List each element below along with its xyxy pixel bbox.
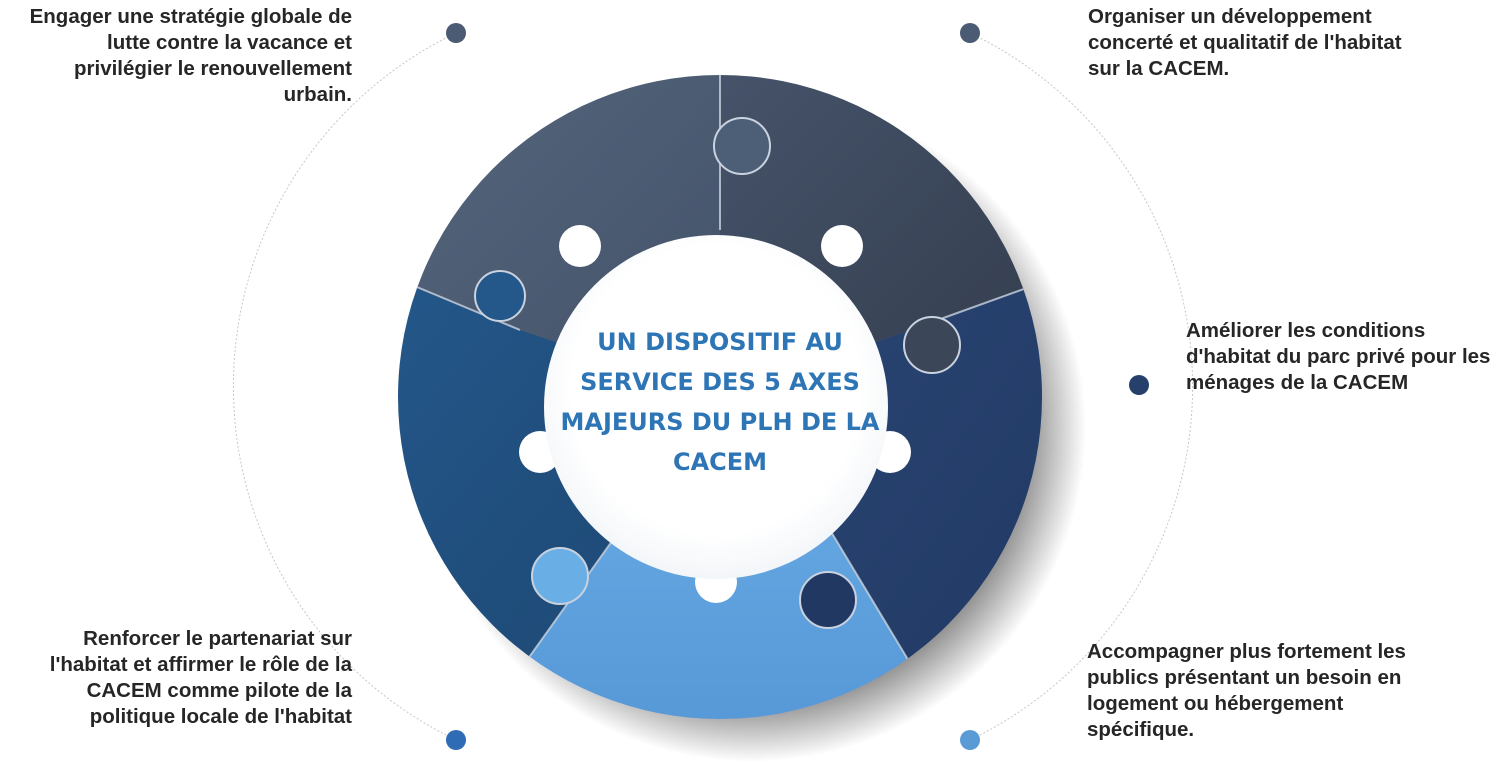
center-hub <box>519 225 911 603</box>
axis-dot-3 <box>1129 375 1149 395</box>
center-title: UN DISPOSITIF AU SERVICE DES 5 AXES MAJE… <box>560 328 880 476</box>
axis-dot-5 <box>446 730 466 750</box>
puzzle-knob <box>474 270 526 322</box>
orbit-arc-left <box>232 32 457 741</box>
orbit-arc-right <box>969 32 1194 741</box>
axis-dot-2 <box>960 23 980 43</box>
puzzle-knob <box>713 117 771 175</box>
axis-label-2: Organiser un développement concerté et q… <box>1088 5 1402 80</box>
puzzle-knob <box>531 547 589 605</box>
axis-label-1: Engager une stratégie globale de lutte c… <box>29 5 352 106</box>
axis-dot-1 <box>446 23 466 43</box>
puzzle-knob <box>903 316 961 374</box>
puzzle-knob <box>799 571 857 629</box>
axis-label-5: Renforcer le partenariat sur l'habitat e… <box>49 627 352 728</box>
axis-label-3: Améliorer les conditions d'habitat du pa… <box>1186 319 1491 394</box>
axis-label-4: Accompagner plus fortement les publics p… <box>1087 640 1406 741</box>
axis-dot-4 <box>960 730 980 750</box>
